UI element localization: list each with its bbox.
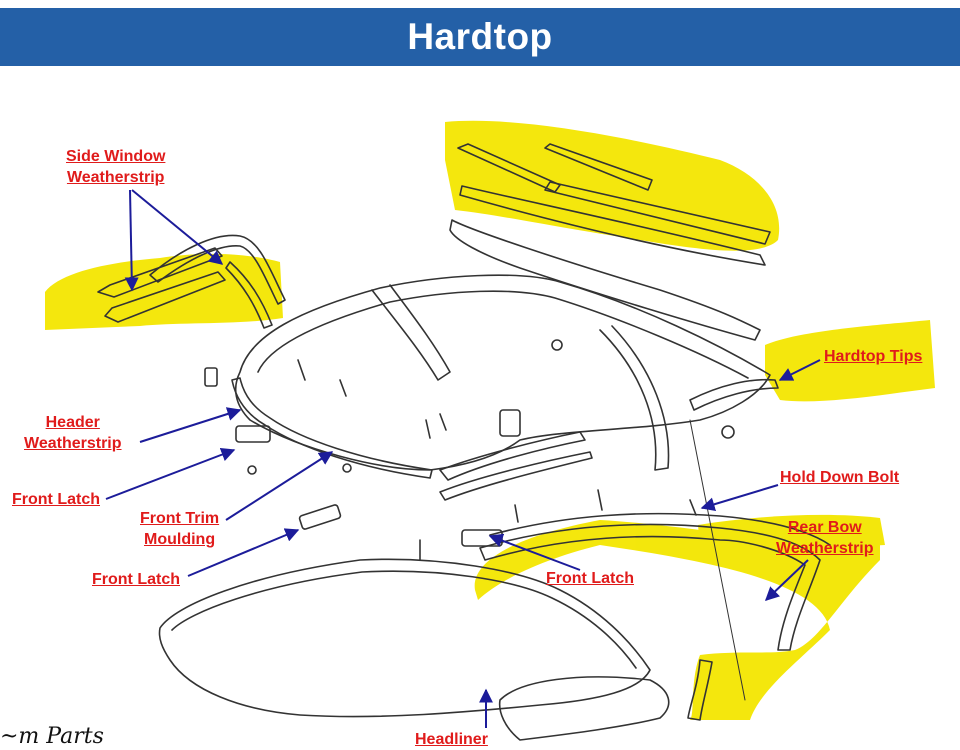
arrow-rear-bow bbox=[764, 559, 809, 601]
label-front-latch-lower[interactable]: Front Latch bbox=[92, 571, 180, 588]
headliner-panel bbox=[158, 558, 651, 718]
header-weatherstrip-bar bbox=[231, 377, 433, 479]
hardtop-tip-arm bbox=[689, 378, 779, 411]
rear-bow-frame bbox=[479, 523, 821, 651]
side-window-tail bbox=[225, 261, 273, 329]
title-banner: Hardtop bbox=[0, 8, 960, 66]
hardware-block bbox=[204, 367, 218, 387]
diagram-lineart bbox=[97, 143, 831, 741]
rear-window-seal bbox=[449, 219, 761, 341]
hardware-latch-mid bbox=[298, 504, 342, 530]
label-hardtop-tips[interactable]: Hardtop Tips bbox=[824, 348, 923, 365]
arrow-front-latch-center bbox=[488, 533, 581, 571]
shell-inner-rim bbox=[257, 290, 749, 379]
label-header-weatherstrip[interactable]: Header Weatherstrip bbox=[24, 412, 122, 454]
arrow-front-trim bbox=[225, 451, 334, 521]
rear-pillar bbox=[599, 325, 670, 471]
hardware-nut-2 bbox=[342, 463, 352, 473]
rear-bow-leg bbox=[687, 659, 713, 721]
hardware-bolt-1 bbox=[297, 359, 697, 561]
label-front-latch-center[interactable]: Front Latch bbox=[546, 570, 634, 587]
arrow-side-window-1 bbox=[124, 189, 139, 292]
highlight-top-panels bbox=[445, 120, 780, 251]
label-front-latch-left[interactable]: Front Latch bbox=[12, 491, 100, 508]
label-hold-down-bolt[interactable]: Hold Down Bolt bbox=[780, 469, 900, 486]
label-rear-bow-line1: Rear Bow bbox=[787, 519, 862, 536]
top-weatherstrip-right bbox=[544, 143, 653, 191]
hardware-nut-4 bbox=[721, 425, 735, 439]
label-front-trim-line2: Moulding bbox=[144, 531, 216, 548]
label-header-line2: Weatherstrip bbox=[24, 435, 122, 452]
left-pillar bbox=[371, 284, 451, 381]
side-window-strip-lower bbox=[104, 271, 226, 323]
arrow-hold-down bbox=[700, 484, 779, 512]
hardware-latch-left bbox=[235, 425, 271, 443]
headliner-flap bbox=[498, 676, 670, 741]
highlight-rear-bow bbox=[474, 520, 880, 720]
arrow-side-window-2 bbox=[131, 189, 224, 265]
headliner-rim bbox=[171, 570, 637, 669]
hardware-bracket bbox=[499, 409, 521, 437]
pin-line bbox=[689, 419, 746, 701]
page-title: Hardtop bbox=[407, 16, 553, 57]
top-weatherstrip-long bbox=[544, 181, 771, 245]
label-side-window-line2: Weatherstrip bbox=[66, 169, 165, 186]
brand-logo: ~m Parts bbox=[0, 724, 104, 749]
label-header-line1: Header bbox=[45, 414, 100, 431]
frame-rail bbox=[439, 431, 586, 481]
label-side-window-line1: Side Window bbox=[66, 148, 166, 165]
arrow-front-latch-left bbox=[105, 447, 236, 500]
top-seal-panel bbox=[459, 185, 766, 266]
arrow-header bbox=[139, 407, 242, 443]
label-side-window-weatherstrip[interactable]: Side Window Weatherstrip bbox=[66, 146, 165, 188]
highlight-hardtop-tips bbox=[765, 320, 935, 402]
arrow-front-latch-lower bbox=[187, 528, 300, 577]
hardware-nut-1 bbox=[247, 465, 257, 475]
hardware-nut-3 bbox=[551, 339, 563, 351]
label-rear-bow-line2: Weatherstrip bbox=[776, 540, 874, 557]
callout-arrows bbox=[105, 189, 821, 728]
label-front-trim-moulding[interactable]: Front Trim Moulding bbox=[140, 508, 219, 550]
arrow-hardtop-tips bbox=[778, 359, 821, 381]
highlight-marks bbox=[45, 120, 935, 720]
label-headliner[interactable]: Headliner bbox=[415, 731, 488, 748]
hardtop-shell bbox=[234, 274, 771, 471]
frame-rail-lower bbox=[439, 451, 593, 501]
highlight-side-window bbox=[45, 253, 283, 330]
label-front-trim-line1: Front Trim bbox=[140, 510, 220, 527]
highlight-hardtop-tip-right bbox=[698, 514, 885, 549]
side-window-curve bbox=[149, 234, 286, 305]
rear-bow-inner bbox=[489, 512, 831, 546]
label-rear-bow-weatherstrip[interactable]: Rear Bow Weatherstrip bbox=[776, 517, 874, 559]
